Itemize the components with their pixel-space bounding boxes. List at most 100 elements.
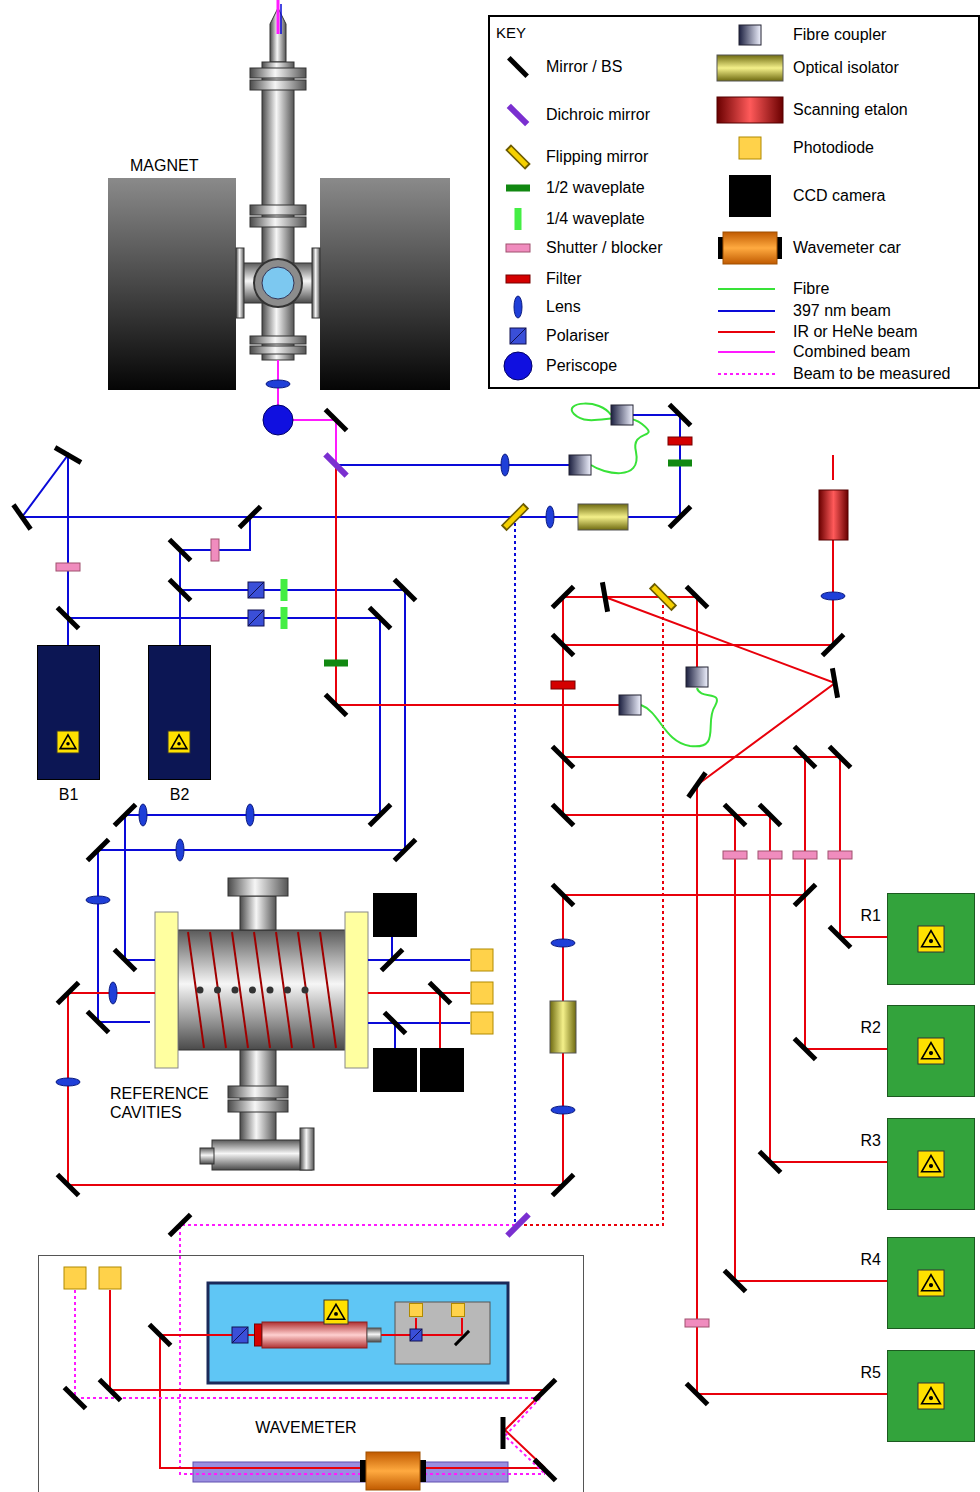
polariser-axis bbox=[410, 1329, 422, 1341]
car-track bbox=[193, 1462, 508, 1482]
lens bbox=[56, 1078, 80, 1086]
flipping-mirror bbox=[653, 587, 673, 607]
node-label: R3 bbox=[861, 1132, 881, 1150]
laser-node: B2 bbox=[148, 645, 211, 804]
mirror bbox=[369, 607, 390, 628]
lens bbox=[551, 1106, 575, 1114]
mirror bbox=[114, 804, 135, 825]
legend-text: Shutter / blocker bbox=[546, 238, 663, 257]
legend-text: Flipping mirror bbox=[546, 147, 648, 166]
mirror bbox=[429, 982, 450, 1003]
mirror bbox=[394, 839, 415, 860]
laser-icon bbox=[888, 1351, 974, 1441]
legend-text: Polariser bbox=[546, 326, 609, 345]
fibre-coupler bbox=[686, 667, 708, 687]
legend-text: Dichroic mirror bbox=[546, 105, 650, 124]
laser-box bbox=[887, 893, 975, 985]
mirror bbox=[686, 1383, 707, 1404]
lens bbox=[139, 804, 147, 826]
ccd-camera bbox=[373, 893, 417, 937]
viewport bbox=[254, 259, 302, 307]
photodiode bbox=[452, 1304, 465, 1317]
legend-text: Scanning etalon bbox=[793, 100, 908, 119]
warning-triangle bbox=[60, 735, 76, 749]
laser-node: R2 bbox=[861, 1005, 975, 1097]
laser-node: B1 bbox=[37, 645, 100, 804]
shutter bbox=[758, 851, 782, 859]
legend-text: IR or HeNe beam bbox=[793, 322, 918, 341]
warning-triangle bbox=[171, 735, 187, 749]
mirror bbox=[169, 579, 190, 600]
polariser bbox=[410, 1329, 422, 1341]
beam-path bbox=[735, 815, 887, 1162]
mirror bbox=[455, 1331, 469, 1345]
hene-tube bbox=[262, 1322, 367, 1348]
optical-isolator bbox=[550, 1001, 576, 1053]
legend-text: 1/2 waveplate bbox=[546, 178, 645, 197]
ion-pump bbox=[212, 1140, 312, 1170]
laser-box bbox=[37, 645, 100, 780]
legend-text: Filter bbox=[546, 269, 582, 288]
polariser-axis bbox=[232, 1327, 248, 1343]
warning-triangle bbox=[327, 1304, 344, 1319]
laser-node: R4 bbox=[861, 1237, 975, 1329]
legend-swatch bbox=[717, 55, 783, 81]
lens bbox=[109, 982, 117, 1004]
measured-beam bbox=[180, 1225, 545, 1474]
mirror bbox=[99, 1379, 120, 1400]
photodiode bbox=[64, 1267, 86, 1289]
shutter bbox=[793, 851, 817, 859]
quarter-waveplate bbox=[281, 579, 288, 601]
mirror bbox=[829, 746, 850, 767]
legend-text: 1/4 waveplate bbox=[546, 209, 645, 228]
legend-swatch bbox=[718, 288, 775, 290]
laser-burst bbox=[929, 1051, 933, 1055]
half-waveplate bbox=[668, 460, 692, 467]
node-label: R1 bbox=[861, 907, 881, 925]
beam-path bbox=[277, 0, 280, 34]
mirror bbox=[534, 1379, 555, 1400]
mirror bbox=[534, 1459, 555, 1480]
laser-box bbox=[887, 1118, 975, 1210]
fibre-coupler bbox=[611, 405, 633, 425]
polariser-axis bbox=[248, 582, 264, 598]
warning-triangle bbox=[922, 1043, 941, 1059]
mirror bbox=[552, 586, 573, 607]
mirror bbox=[114, 949, 135, 970]
laser-icon bbox=[38, 646, 99, 779]
legend-swatch bbox=[514, 296, 522, 318]
tube-flange bbox=[250, 205, 306, 215]
magnet-pole bbox=[320, 178, 450, 390]
cavity-bore bbox=[197, 987, 204, 994]
legend-text: 397 nm beam bbox=[793, 301, 891, 320]
node-label: B1 bbox=[59, 786, 79, 804]
cavity-body bbox=[178, 930, 345, 1050]
measured-beam bbox=[75, 1290, 540, 1398]
quarter-waveplate bbox=[281, 607, 288, 629]
heater-coil bbox=[232, 932, 248, 1048]
shutter bbox=[723, 851, 747, 859]
beam-path bbox=[180, 517, 250, 645]
warning-triangle bbox=[922, 1156, 941, 1172]
mirror bbox=[57, 1174, 78, 1195]
mirror bbox=[759, 804, 780, 825]
legend-swatch bbox=[508, 147, 528, 167]
mirror bbox=[602, 582, 607, 612]
tube-flange bbox=[250, 217, 306, 227]
dichroic-mirror bbox=[507, 1214, 528, 1235]
legend-swatch bbox=[739, 25, 761, 45]
warning-triangle bbox=[922, 1388, 941, 1404]
wavemeter-ground bbox=[38, 1255, 578, 1492]
cross-flange bbox=[236, 248, 244, 318]
beam-path bbox=[368, 1022, 470, 1024]
magnet-pole bbox=[108, 178, 236, 390]
legend-swatch bbox=[729, 175, 771, 217]
shutter bbox=[685, 1319, 709, 1327]
laser-warning-sign bbox=[918, 1270, 944, 1296]
wavemeter-car bbox=[366, 1452, 420, 1490]
photodiode bbox=[471, 949, 493, 971]
legend-swatch bbox=[509, 58, 527, 76]
legend-swatch bbox=[510, 149, 527, 166]
cavity-bore bbox=[249, 987, 256, 994]
